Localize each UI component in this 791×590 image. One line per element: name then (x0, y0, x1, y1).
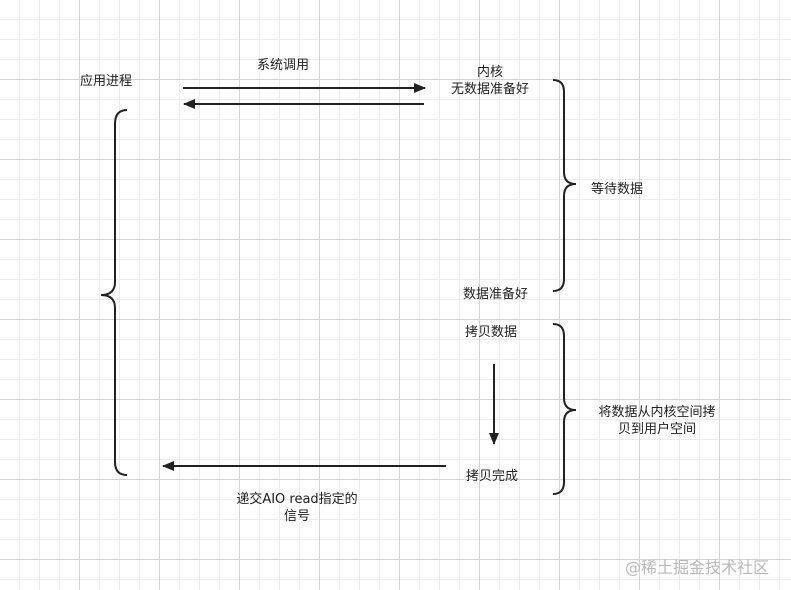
copy-description-line2: 贝到用户空间 (617, 422, 696, 437)
wait-data-brace (552, 79, 577, 292)
copy-brace (552, 323, 577, 495)
copy-done-label: 拷贝完成 (466, 469, 519, 484)
signal-label: 递交AIO read指定的 信号 (224, 491, 370, 525)
copy-data-label: 拷贝数据 (465, 325, 518, 340)
watermark: @稀土掘金技术社区 (625, 558, 770, 577)
kernel-label-line1: 内核 (476, 65, 503, 80)
signal-label-line1: 递交AIO read指定的 (236, 492, 358, 507)
kernel-label: 内核 无数据准备好 (440, 64, 540, 98)
data-ready-label: 数据准备好 (463, 287, 529, 302)
syscall-label: 系统调用 (257, 58, 310, 73)
copy-description-line1: 将数据从内核空间拷 (598, 405, 716, 420)
kernel-label-line2: 无数据准备好 (450, 82, 529, 97)
copy-description: 将数据从内核空间拷 贝到用户空间 (585, 404, 729, 438)
app-process-brace (100, 109, 128, 476)
signal-label-line2: 信号 (283, 509, 310, 524)
wait-data-label: 等待数据 (591, 182, 644, 197)
app-process-label: 应用进程 (80, 74, 133, 89)
